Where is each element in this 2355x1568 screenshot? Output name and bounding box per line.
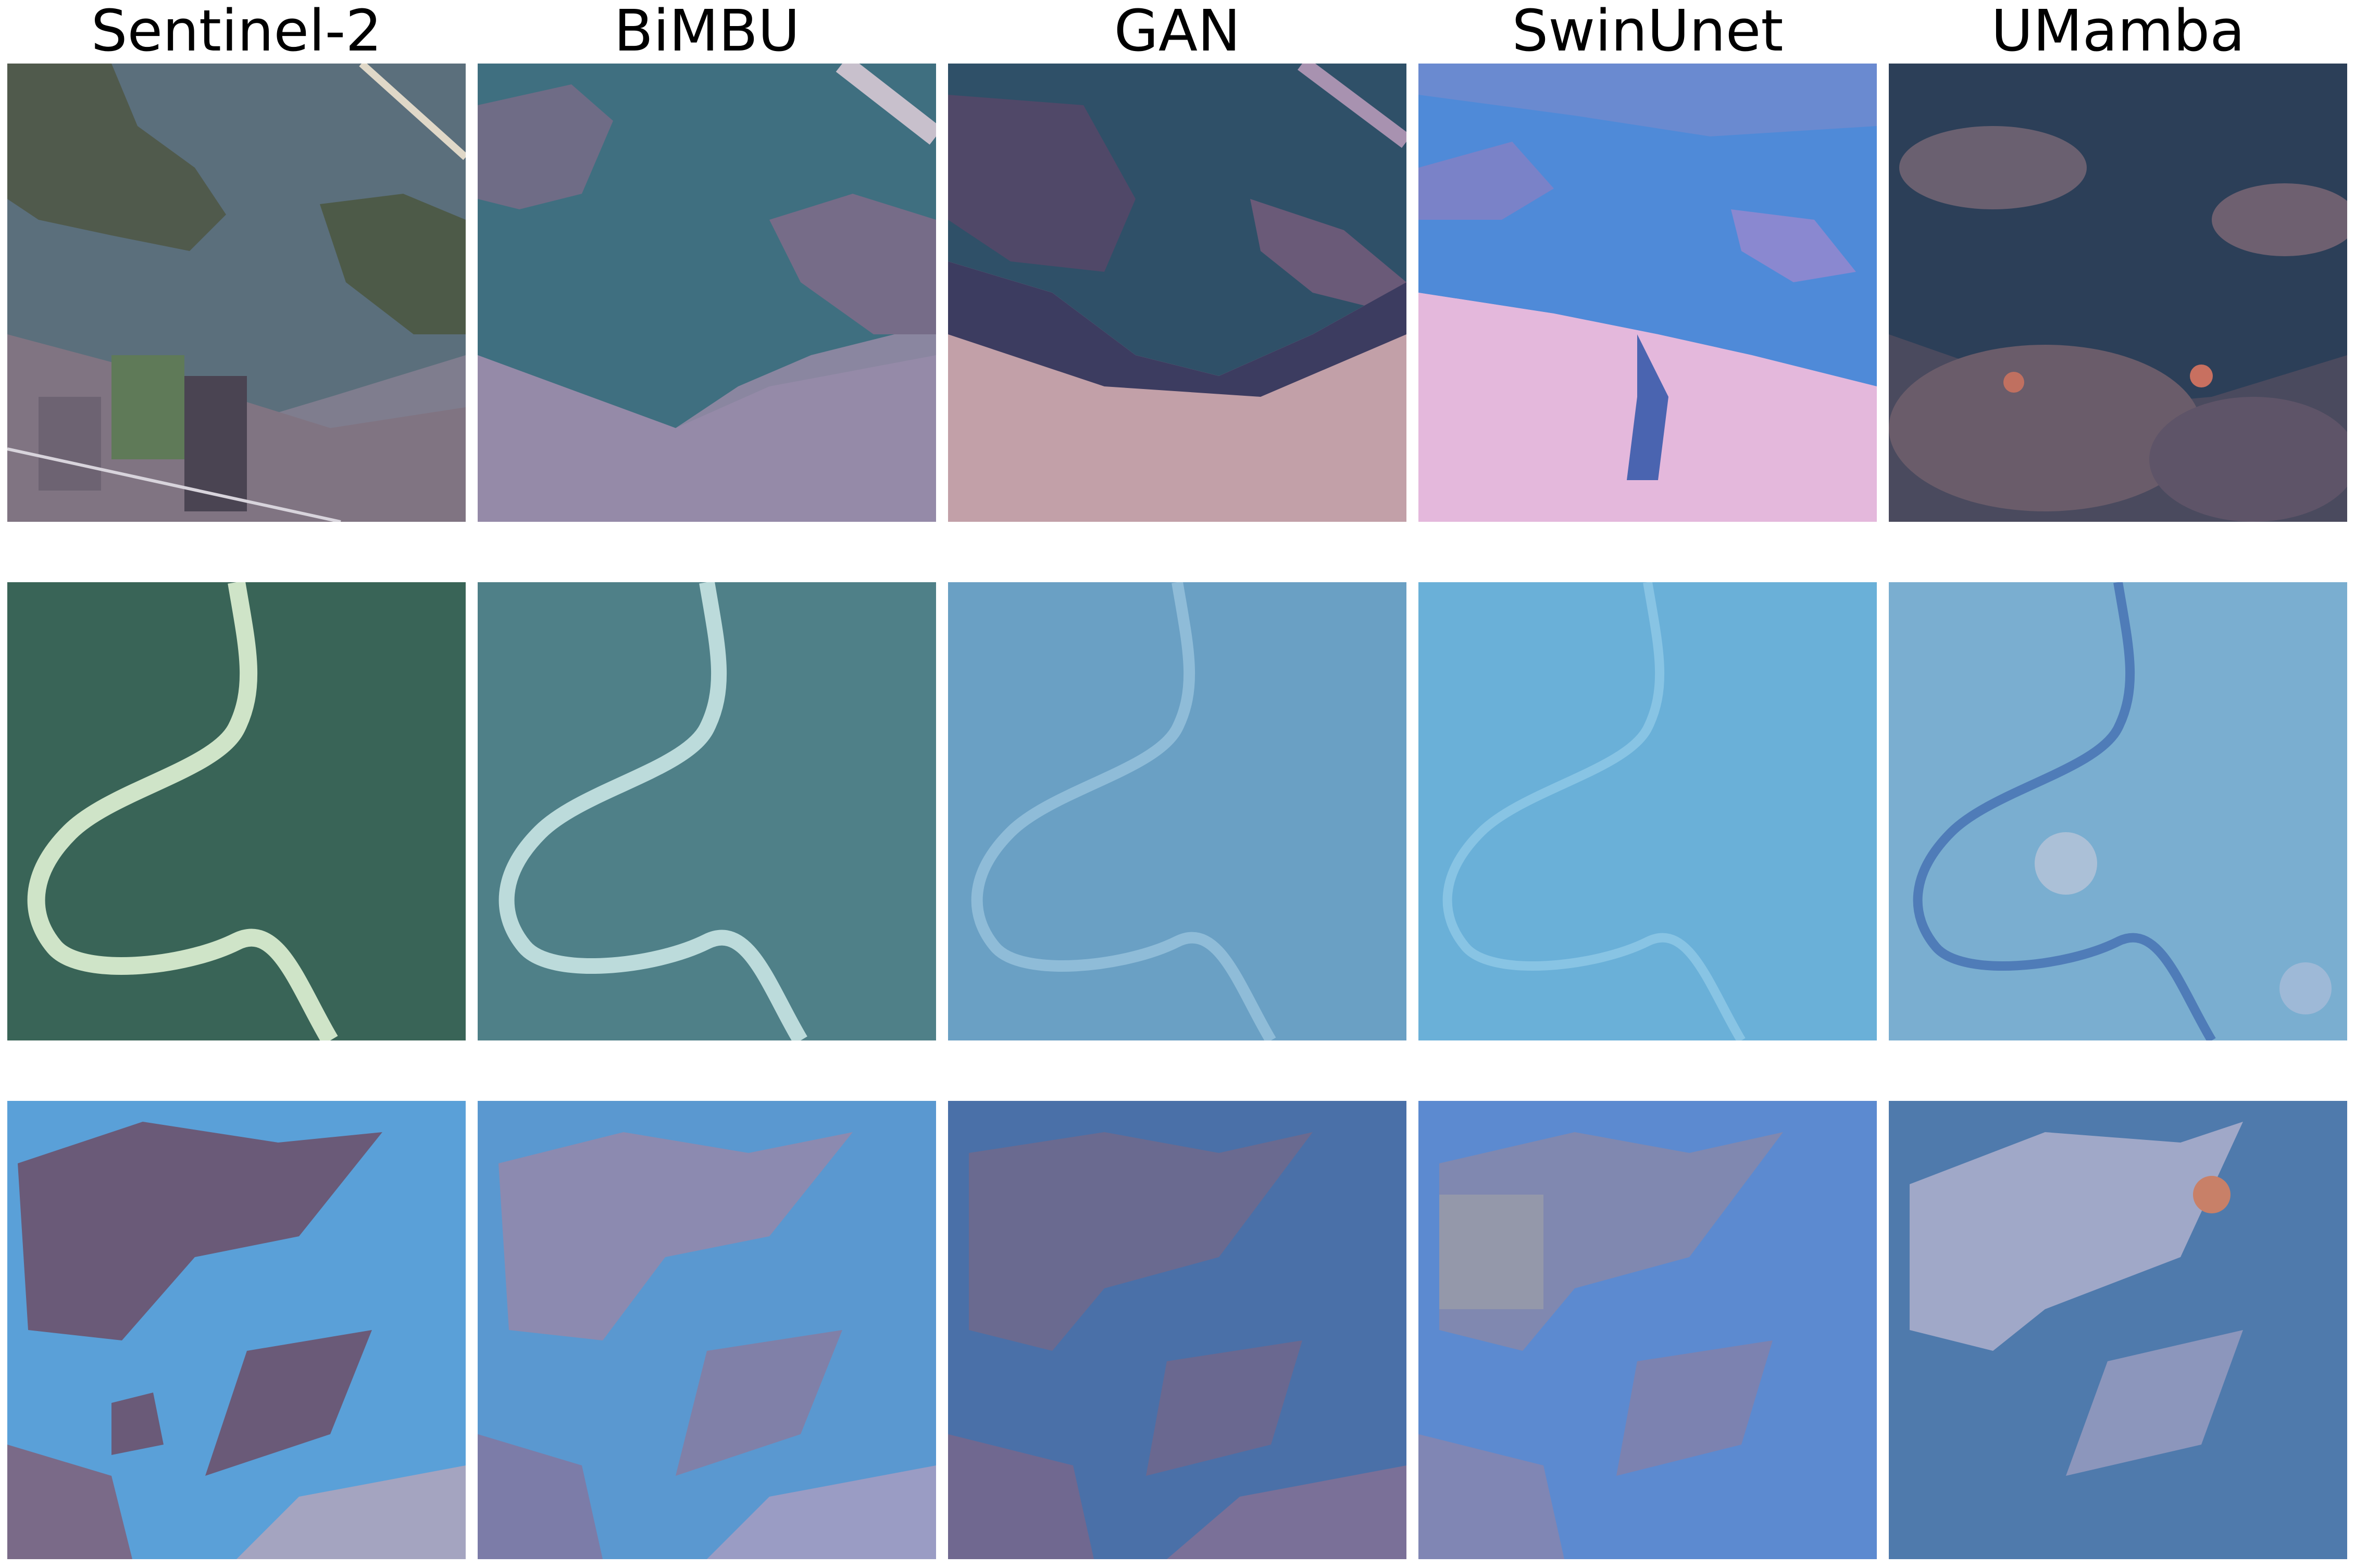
- column-title-gan: GAN: [1114, 0, 1241, 64]
- image-row3-swinunet: [1418, 1101, 1877, 1559]
- islands-bay-image: [7, 1101, 466, 1559]
- column-title-swinunet: SwinUnet: [1512, 0, 1784, 64]
- meandering-river-image: [1889, 582, 2347, 1040]
- image-row1-umamba: [1889, 64, 2347, 522]
- column-title-bimbu: BiMBU: [614, 0, 800, 64]
- image-row1-gan: [948, 64, 1406, 522]
- column-title-umamba: UMamba: [1991, 0, 2245, 64]
- river-farmland-image: [1418, 64, 1877, 522]
- image-row2-gan: [948, 582, 1406, 1040]
- river-farmland-image: [948, 64, 1406, 522]
- meandering-river-image: [7, 582, 466, 1040]
- islands-bay-image: [1418, 1101, 1877, 1559]
- meandering-river-image: [478, 582, 936, 1040]
- image-row3-sentinel-2: [7, 1101, 466, 1559]
- column-title-sentinel-2: Sentinel-2: [91, 0, 382, 64]
- islands-bay-image: [1889, 1101, 2347, 1559]
- meandering-river-image: [948, 582, 1406, 1040]
- islands-bay-image: [948, 1101, 1406, 1559]
- image-row2-swinunet: [1418, 582, 1877, 1040]
- image-row1-sentinel-2: [7, 64, 466, 522]
- image-row2-sentinel-2: [7, 582, 466, 1040]
- image-row3-bimbu: [478, 1101, 936, 1559]
- image-row2-bimbu: [478, 582, 936, 1040]
- image-row2-umamba: [1889, 582, 2347, 1040]
- river-farmland-image: [7, 64, 466, 522]
- islands-bay-image: [478, 1101, 936, 1559]
- river-farmland-image: [1889, 64, 2347, 522]
- image-row1-bimbu: [478, 64, 936, 522]
- river-farmland-image: [478, 64, 936, 522]
- image-row3-umamba: [1889, 1101, 2347, 1559]
- meandering-river-image: [1418, 582, 1877, 1040]
- image-row3-gan: [948, 1101, 1406, 1559]
- image-row1-swinunet: [1418, 64, 1877, 522]
